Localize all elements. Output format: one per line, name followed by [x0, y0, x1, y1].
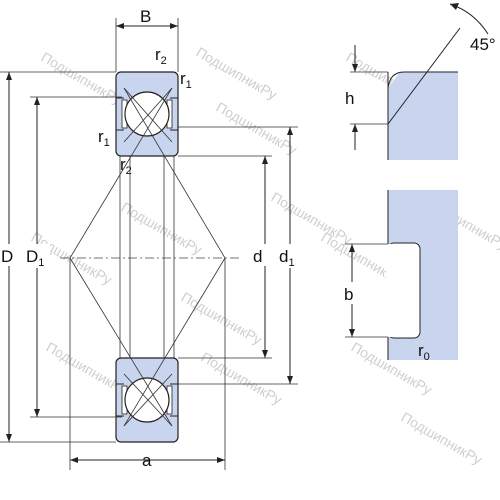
groove-detail: b r0 — [342, 190, 458, 363]
watermark: ПодшипникРу — [399, 409, 485, 468]
label-b: b — [344, 285, 353, 304]
top-ring-section — [115, 71, 179, 157]
label-h: h — [345, 89, 354, 108]
label-r2-bottom: r2 — [120, 155, 132, 177]
label-d: d — [253, 247, 262, 266]
label-r1-left: r1 — [98, 127, 110, 149]
watermark: ПодшипникРу — [214, 99, 300, 158]
label-D: D — [1, 247, 13, 266]
label-angle: 45° — [470, 35, 496, 54]
watermark: ПодшипникРу — [199, 349, 285, 408]
dim-d1: d1 — [178, 126, 302, 385]
dim-D: D — [0, 71, 116, 443]
dim-B: B — [115, 7, 179, 72]
watermark: ПодшипникРу — [179, 289, 265, 348]
label-a: a — [142, 451, 152, 470]
dim-a: a — [69, 258, 226, 470]
label-D1: D1 — [26, 247, 44, 269]
dim-D1: D1 — [26, 96, 122, 418]
label-r1-top: r1 — [180, 69, 192, 91]
label-r0: r0 — [418, 341, 430, 363]
label-d1: d1 — [279, 247, 295, 269]
dim-d: d — [178, 155, 272, 359]
watermark: ПодшипникРу — [119, 199, 205, 258]
chamfer-detail: h 45° — [345, 3, 496, 160]
bottom-ring-section — [115, 357, 179, 443]
watermark: ПодшипникРу — [194, 44, 280, 103]
radius-labels: r2 r1 r1 r2 — [98, 45, 192, 177]
label-B: B — [140, 7, 151, 26]
construction-lines — [60, 87, 240, 427]
watermark: ПодшипникРу — [39, 49, 125, 108]
label-r2-top: r2 — [155, 45, 167, 67]
